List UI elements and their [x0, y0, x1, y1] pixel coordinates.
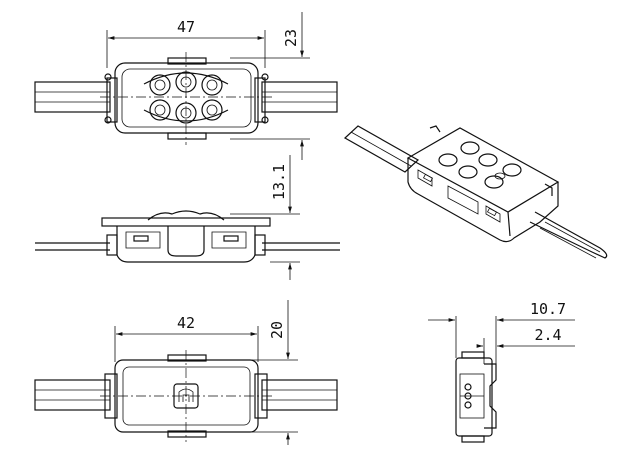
dim-label-side-height: 13.1	[270, 164, 288, 200]
dimension-end-offset: 2.4	[476, 326, 575, 364]
top-view: 47 23	[34, 12, 338, 160]
dimension-side-height: 13.1	[230, 155, 300, 280]
side-view: 13.1	[35, 155, 340, 280]
dim-label-bottom-width: 42	[177, 314, 195, 332]
dimension-end-width: 10.7	[428, 300, 575, 364]
dimension-top-width: 47	[106, 18, 266, 68]
top-view-housing	[104, 57, 269, 140]
iso-housing	[406, 125, 560, 243]
dimension-top-height: 23	[230, 12, 310, 160]
dim-label-end-offset: 2.4	[534, 326, 561, 344]
dim-label-top-height: 23	[282, 29, 300, 47]
dim-label-top-width: 47	[177, 18, 195, 36]
dimension-bottom-width: 42	[114, 314, 259, 362]
iso-cables	[343, 125, 608, 259]
iso-contact-holes	[438, 141, 522, 189]
dim-label-bottom-height: 20	[268, 321, 286, 339]
isometric-view	[343, 125, 608, 259]
bottom-view: 42 20	[34, 300, 338, 445]
end-view: 10.7 2.4	[428, 300, 575, 443]
side-view-housing	[101, 210, 271, 263]
dim-label-end-width: 10.7	[530, 300, 566, 318]
dimension-bottom-height: 20	[230, 300, 298, 445]
bottom-view-cables	[34, 379, 338, 411]
top-view-cables	[34, 81, 338, 113]
end-view-housing	[455, 351, 497, 443]
